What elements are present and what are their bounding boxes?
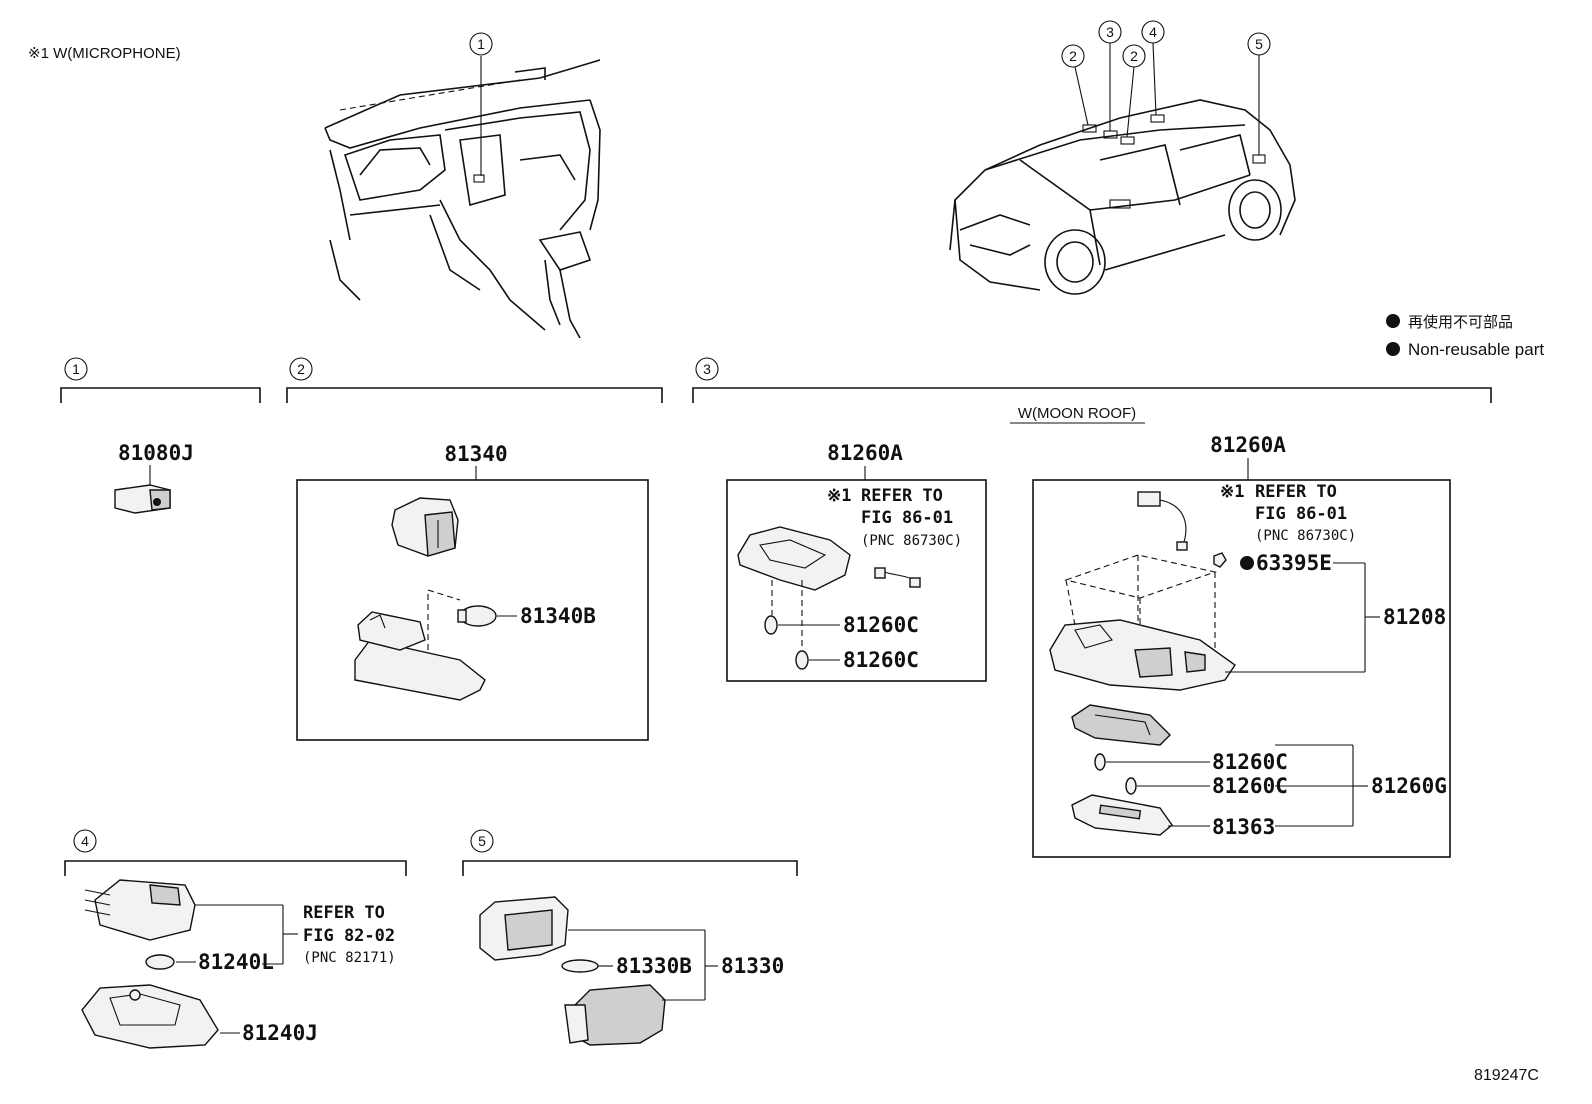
lamp-cover-part [391, 497, 459, 557]
section-3-number: 3 [703, 361, 711, 377]
non-reusable-dot-icon [1386, 314, 1400, 328]
part-81330B: 81330B [616, 954, 692, 978]
locator-2b: 2 [1130, 48, 1138, 64]
lamp-connector-part [84, 879, 196, 941]
room-lamp-housing-right [1049, 619, 1236, 691]
part-81260C-left-1: 81260C [843, 613, 919, 637]
section-4-number: 4 [81, 833, 89, 849]
locator-5: 5 [1255, 36, 1263, 52]
ref-left-line3: (PNC 86730C) [861, 533, 962, 549]
lamp-cover-81363 [1071, 794, 1173, 836]
part-81260G: 81260G [1371, 774, 1447, 798]
lamp-housing-part [354, 611, 486, 701]
part-81260C-left-2: 81260C [843, 648, 919, 672]
ref-s4-line3: (PNC 82171) [303, 950, 396, 966]
part-81340: 81340 [444, 442, 507, 466]
part-81260A-right: 81260A [1210, 433, 1286, 457]
locator-1: 1 [477, 36, 485, 52]
section-2-number: 2 [297, 361, 305, 377]
room-lamp-assy-left [737, 526, 851, 591]
part-81208: 81208 [1383, 605, 1446, 629]
luggage-lamp-lens [564, 984, 666, 1046]
part-81260C-right-1: 81260C [1212, 750, 1288, 774]
dashboard-illustration [324, 59, 601, 339]
lamp-lens-unit [1071, 704, 1171, 746]
section-1-number: 1 [72, 361, 80, 377]
figure-code: 819247C [1474, 1067, 1539, 1084]
header-note: ※1 W(MICROPHONE) [28, 45, 181, 62]
luggage-lamp-housing [479, 896, 569, 961]
ref-left-mark: ※1 [827, 486, 851, 506]
non-reusable-dot-icon [1386, 342, 1400, 356]
ref-right-line2: FIG 86-01 [1255, 504, 1347, 524]
ref-right-line1: REFER TO [1255, 482, 1337, 502]
part-81080J: 81080J [118, 441, 194, 465]
bulb-81340B [457, 605, 497, 627]
part-81260A-left: 81260A [827, 441, 903, 465]
locator-2a: 2 [1069, 48, 1077, 64]
section-3-note: W(MOON ROOF) [1018, 405, 1136, 422]
locator-4: 4 [1149, 24, 1157, 40]
locator-3: 3 [1106, 24, 1114, 40]
ref-s4-line2: FIG 82-02 [303, 926, 395, 946]
part-81240L: 81240L [198, 950, 274, 974]
microphone-part [114, 484, 171, 514]
part-81363: 81363 [1212, 815, 1275, 839]
part-63395E: 63395E [1256, 551, 1332, 575]
legend-en: Non-reusable part [1408, 340, 1544, 359]
car-illustration [949, 99, 1296, 295]
legend-jp: 再使用不可部品 [1408, 314, 1513, 331]
ref-left-line2: FIG 86-01 [861, 508, 953, 528]
part-81330: 81330 [721, 954, 784, 978]
ref-right-line3: (PNC 86730C) [1255, 528, 1356, 544]
non-reusable-dot-icon [1240, 556, 1254, 570]
ref-left-line1: REFER TO [861, 486, 943, 506]
ref-right-mark: ※1 [1220, 482, 1244, 502]
room-lamp-81240J [81, 984, 219, 1049]
ref-s4-line1: REFER TO [303, 903, 385, 923]
part-81240J: 81240J [242, 1021, 318, 1045]
section-5-number: 5 [478, 833, 486, 849]
part-81340B: 81340B [520, 604, 596, 628]
